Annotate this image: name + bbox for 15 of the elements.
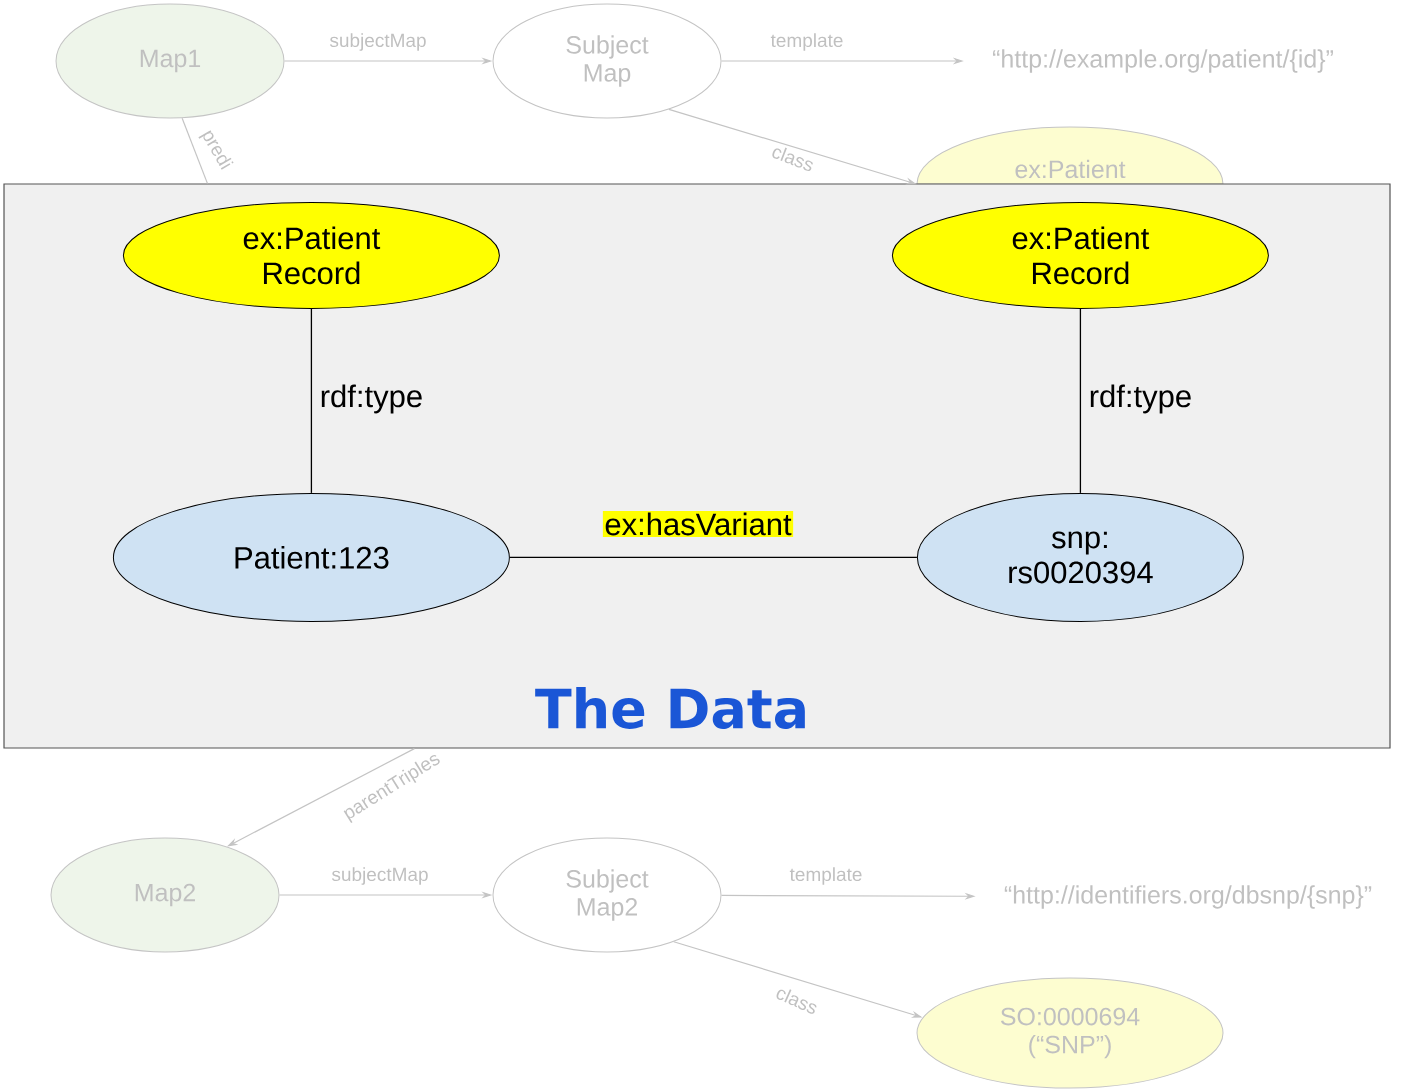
edge-label: subjectMap [329, 33, 426, 51]
edge-label: class [772, 147, 813, 171]
connector-line [181, 117, 208, 184]
connector-line [1079, 308, 1082, 494]
template-text: “http://example.org/patient/{id}” [993, 49, 1333, 73]
template-text: “http://identifiers.org/dbsnp/{snp}” [1004, 885, 1372, 909]
edge-label: class [776, 989, 817, 1014]
edge-label: subjectMap [331, 867, 428, 885]
connector-line [310, 308, 313, 494]
edge-label: template [770, 33, 843, 51]
edge-label: rdf:type [321, 384, 422, 414]
edge-label: ex:hasVariant [602, 511, 794, 537]
edge-label: rdf:type [1090, 384, 1191, 414]
edge-label: template [789, 867, 862, 885]
connector-line [509, 556, 918, 559]
